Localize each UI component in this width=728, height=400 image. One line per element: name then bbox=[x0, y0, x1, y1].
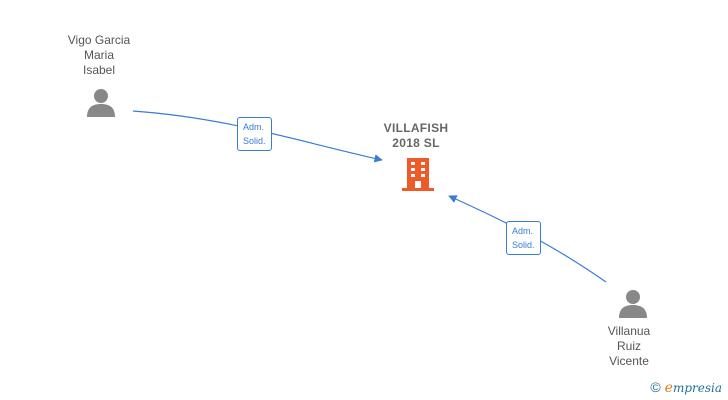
edge-label-line: Solid. bbox=[512, 240, 535, 250]
person-name-top[interactable]: Vigo Garcia Maria Isabel bbox=[49, 33, 149, 78]
person-icon[interactable] bbox=[86, 88, 116, 122]
person-name-line: Ruiz bbox=[616, 339, 641, 353]
person-name-line: Villanua bbox=[607, 324, 651, 338]
company-name[interactable]: VILLAFISH 2018 SL bbox=[366, 121, 466, 151]
empresia-watermark: ©empresia bbox=[650, 379, 722, 396]
person-icon[interactable] bbox=[618, 289, 648, 323]
edge-label-line: Adm. bbox=[243, 122, 265, 132]
person-name-line: Vigo Garcia bbox=[67, 33, 131, 47]
brand-logo-letter: e bbox=[664, 380, 673, 396]
person-name-line: Isabel bbox=[82, 63, 116, 77]
edge-label-line: Solid. bbox=[243, 136, 266, 146]
person-name-line: Vicente bbox=[609, 354, 649, 368]
edge-label-line: Adm. bbox=[512, 226, 534, 236]
company-name-line: VILLAFISH bbox=[383, 121, 449, 135]
person-name-bottom[interactable]: Villanua Ruiz Vicente bbox=[579, 324, 679, 369]
person-name-line: Maria bbox=[83, 48, 114, 62]
edge-label-bottom[interactable]: Adm. Solid. bbox=[506, 221, 541, 255]
edge-label-top[interactable]: Adm. Solid. bbox=[237, 117, 272, 151]
building-icon[interactable] bbox=[402, 158, 434, 196]
brand-logo-text: mpresia bbox=[672, 381, 722, 395]
company-name-line: 2018 SL bbox=[392, 136, 440, 150]
copyright-icon: © bbox=[650, 379, 661, 395]
